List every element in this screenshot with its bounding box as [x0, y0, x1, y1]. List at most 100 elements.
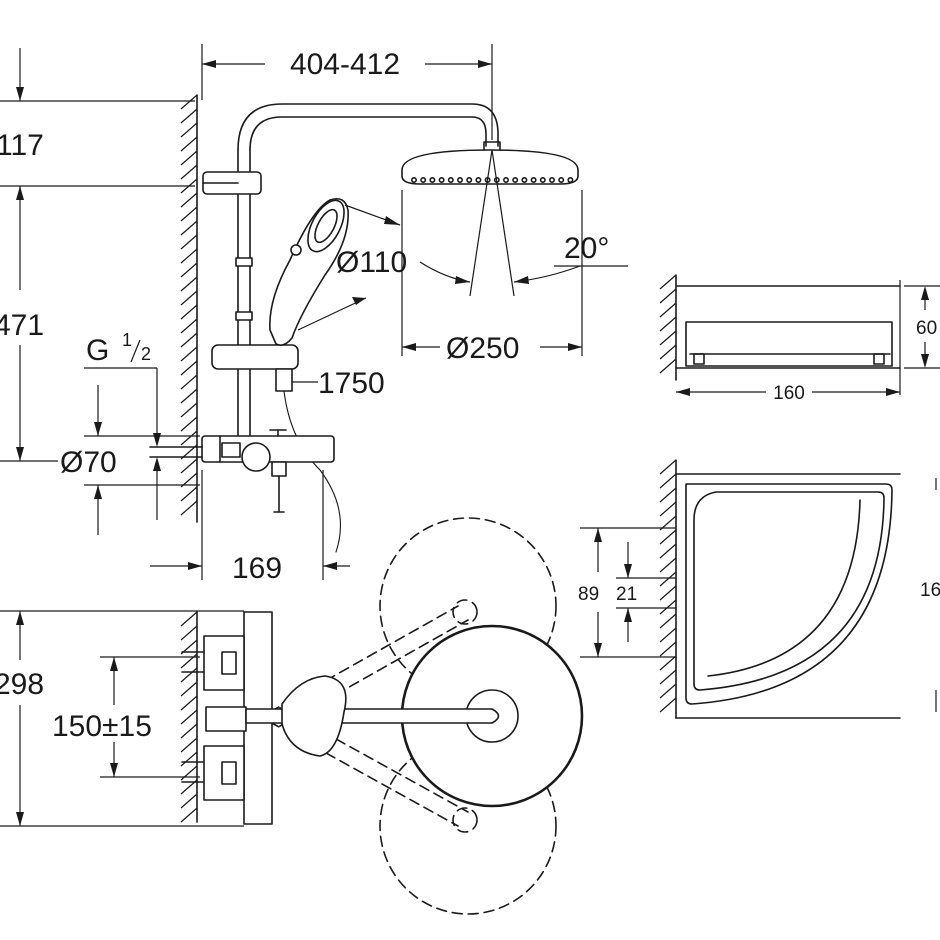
hatch-line [180, 458, 198, 474]
hatch-line [659, 669, 677, 685]
nozzle [512, 177, 519, 184]
hatch-line [180, 346, 198, 362]
hatch-line [180, 150, 198, 166]
hatch-line [180, 737, 198, 753]
hatch-line [180, 486, 198, 502]
label-117: 117 [0, 129, 44, 162]
hatch-line [180, 709, 198, 725]
nozzle [429, 177, 436, 184]
hatch-line [659, 501, 677, 517]
corner-shelf: 89 21 16 [578, 473, 940, 719]
hatch-line [180, 234, 198, 250]
hatch-line [180, 248, 198, 264]
hatch-line [180, 500, 198, 516]
hatch-line [659, 330, 677, 346]
dim-1750: 1750 [292, 367, 385, 400]
label-shelf-height: 60 [916, 318, 937, 339]
dim-d250: Ø250 [401, 190, 583, 365]
label-spray-angle: 20° [564, 232, 609, 265]
dim-471: 471 [0, 210, 58, 462]
dim-thread: G 1 2 [84, 330, 161, 520]
nozzle [530, 177, 537, 184]
hatch-line [180, 206, 198, 222]
hatch-line [180, 653, 198, 669]
label-corner-89: 89 [578, 584, 599, 605]
hatch-line [180, 108, 198, 124]
wall-lower [180, 611, 198, 823]
nozzle [521, 177, 528, 184]
hatch-line [659, 473, 677, 489]
dim-298: 298 [0, 610, 244, 827]
hatch-line [180, 751, 198, 767]
hatch-line [180, 192, 198, 208]
nozzle [475, 177, 482, 184]
hatch-line [659, 274, 677, 290]
shelf-side-view: 60 160 [675, 280, 940, 404]
nozzle [548, 177, 555, 184]
label-298: 298 [0, 668, 44, 701]
dim-centres: 150±15 [52, 656, 200, 778]
wall-shelf-corner [659, 459, 677, 719]
hatch-line [180, 220, 198, 236]
hatch-line [659, 613, 677, 629]
nozzle [502, 177, 509, 184]
wall-upper [180, 94, 198, 523]
hatch-line [180, 681, 198, 697]
label-d250: Ø250 [446, 332, 519, 365]
thermostat-mixer [149, 429, 335, 513]
hatch-line [180, 290, 198, 306]
hatch-line [659, 358, 677, 374]
hatch-line [659, 641, 677, 657]
shower-riser [202, 103, 499, 443]
label-d110: Ø110 [336, 246, 407, 279]
top-view-arm [245, 675, 500, 757]
hatch-line [180, 304, 198, 320]
hatch-line [659, 655, 677, 671]
hatch-line [659, 302, 677, 318]
hatch-line [180, 765, 198, 781]
dim-spray-angle: 20° [419, 149, 628, 297]
dim-117: 117 [0, 48, 195, 210]
nozzle [420, 177, 427, 184]
hose [283, 390, 341, 553]
nozzle [447, 177, 454, 184]
hatch-line [659, 683, 677, 699]
label-471: 471 [0, 309, 44, 342]
hatch-line [180, 136, 198, 152]
hatch-line [180, 611, 198, 627]
label-thread-num: 1 [122, 330, 132, 350]
hatch-line [180, 807, 198, 823]
hatch-line [659, 697, 677, 713]
dim-169: 169 [150, 470, 350, 585]
hatch-line [180, 332, 198, 348]
label-corner-21: 21 [616, 584, 637, 605]
nozzle [456, 177, 463, 184]
hatch-line [180, 625, 198, 641]
dim-d70: Ø70 [60, 385, 200, 535]
wall-shelf-top [659, 274, 677, 381]
hatch-line [659, 316, 677, 332]
nozzle [410, 177, 417, 184]
nozzle [558, 177, 565, 184]
label-169: 169 [232, 552, 282, 585]
hatch-line [659, 288, 677, 304]
hatch-line [659, 459, 677, 475]
hatch-line [659, 599, 677, 615]
dim-top-width: 404-412 [201, 44, 493, 140]
hatch-line [180, 276, 198, 292]
shower-slider [211, 344, 299, 370]
hatch-line [180, 94, 198, 110]
hatch-line [180, 430, 198, 446]
label-corner-16: 16 [920, 580, 940, 601]
dim-d110: Ø110 [297, 204, 407, 331]
hatch-line [180, 374, 198, 390]
hatch-line [659, 529, 677, 545]
hatch-line [659, 543, 677, 559]
label-shelf-width: 160 [773, 383, 805, 404]
hatch-line [180, 122, 198, 138]
hatch-line [659, 557, 677, 573]
label-d70: Ø70 [60, 446, 117, 479]
hatch-line [180, 402, 198, 418]
hatch-line [180, 262, 198, 278]
